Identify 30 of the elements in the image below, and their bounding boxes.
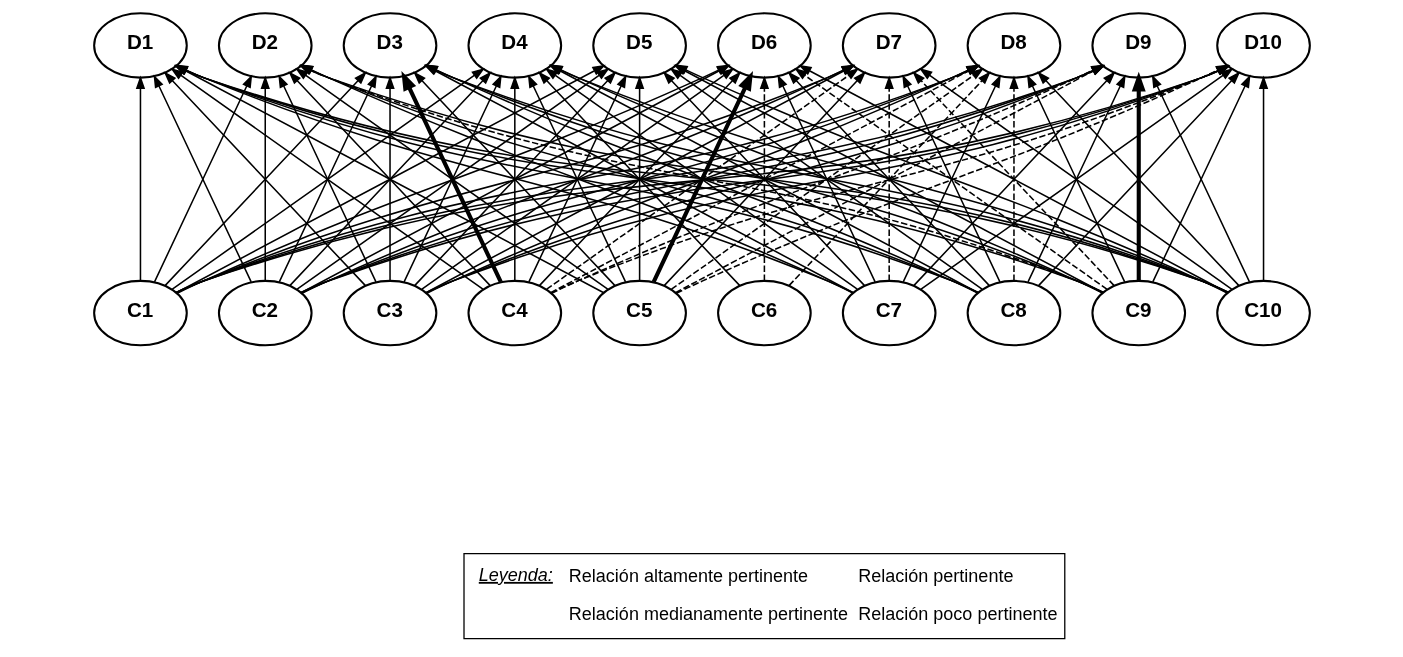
arrow [153,74,252,283]
node-ellipse: C6 [716,279,812,347]
legend-label: Relación poco pertinente [857,603,1057,624]
arrow [759,75,769,282]
arrow [884,75,894,282]
arrow [135,75,145,282]
arrow [651,70,753,283]
node-ellipse: C9 [1090,279,1186,347]
arrow [420,67,734,290]
node-ellipse: C3 [342,279,437,347]
node-ellipse: C10 [1215,279,1311,347]
arrow [260,75,270,282]
node-ellipse: C2 [217,279,313,347]
arrow [384,75,395,282]
legend-label: Relación pertinente [857,566,1013,587]
legend-label: Relación medianamente pertinente [568,603,848,624]
arrow [776,74,876,283]
node-ellipse: C5 [591,279,687,347]
arrow [1151,74,1250,283]
arrow [509,75,519,282]
arrow [1008,75,1019,282]
node-ellipse: C7 [841,279,936,347]
legend-label: Relación altamente pertinente [568,566,808,587]
label: Leyenda: [478,564,553,585]
node-ellipse: C8 [966,279,1061,347]
node-ellipse: C4 [467,279,562,347]
arrow [634,75,644,282]
arrow [1131,71,1146,281]
arrow [1258,75,1268,282]
node-ellipse: C1 [92,279,188,347]
